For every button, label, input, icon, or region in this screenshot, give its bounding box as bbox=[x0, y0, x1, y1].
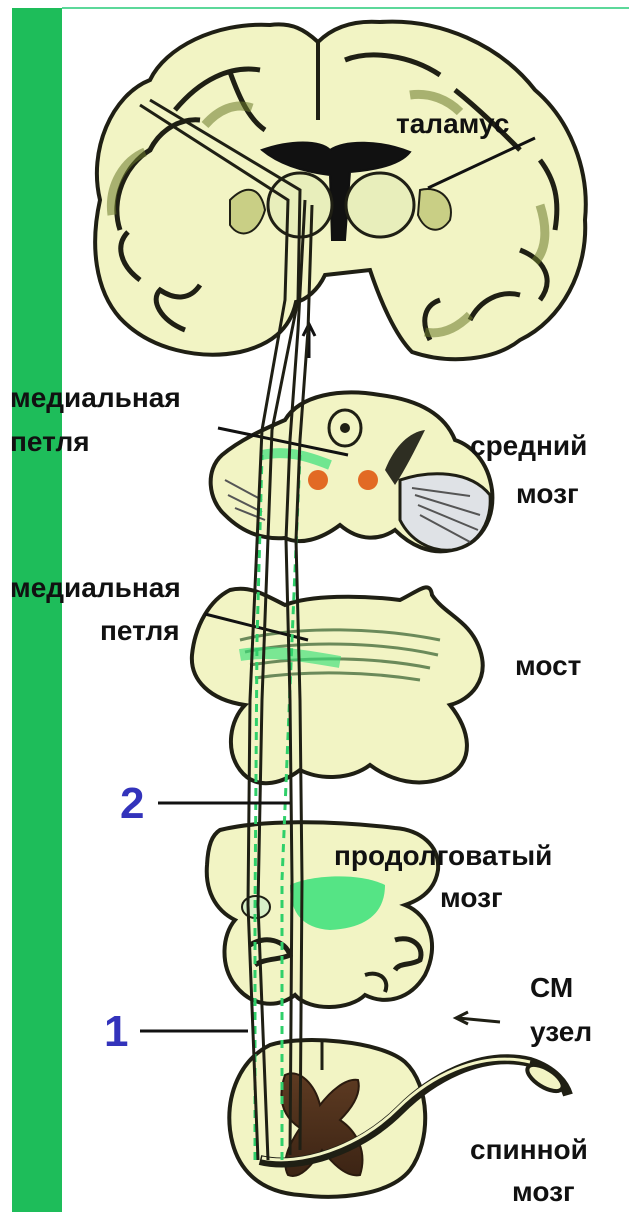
red-nucleus-left bbox=[308, 470, 328, 490]
midbrain-section bbox=[211, 392, 493, 551]
label-ganglion-2: узел bbox=[530, 1016, 592, 1048]
label-midbrain-1: средний bbox=[470, 430, 587, 462]
brain-section bbox=[95, 22, 586, 360]
pons-outline bbox=[192, 587, 483, 783]
label-spinal-2: мозг bbox=[512, 1176, 575, 1208]
label-pons: мост bbox=[515, 650, 581, 682]
label-spinal-1: спинной bbox=[470, 1134, 588, 1166]
label-thalamus: таламус bbox=[396, 108, 509, 140]
marker-1: 1 bbox=[104, 1010, 128, 1054]
aqueduct-lumen bbox=[340, 423, 350, 433]
label-medial-lemniscus-2b: петля bbox=[100, 615, 180, 647]
label-medulla-1: продолговатый bbox=[334, 840, 552, 872]
label-medial-lemniscus-2a: медиальная bbox=[10, 572, 181, 604]
label-midbrain-2: мозг bbox=[516, 478, 579, 510]
pons-section bbox=[192, 587, 483, 783]
marker-2: 2 bbox=[120, 782, 144, 826]
cerebral-peduncle bbox=[400, 474, 490, 550]
label-ganglion-1: СМ bbox=[530, 972, 573, 1004]
label-medulla-2: мозг bbox=[440, 882, 503, 914]
red-nucleus-right bbox=[358, 470, 378, 490]
incoming-arrow-icon bbox=[456, 1012, 500, 1024]
label-medial-lemniscus-1a: медиальная bbox=[10, 382, 181, 414]
label-medial-lemniscus-1b: петля bbox=[10, 426, 90, 458]
thalamus-right bbox=[346, 173, 414, 237]
